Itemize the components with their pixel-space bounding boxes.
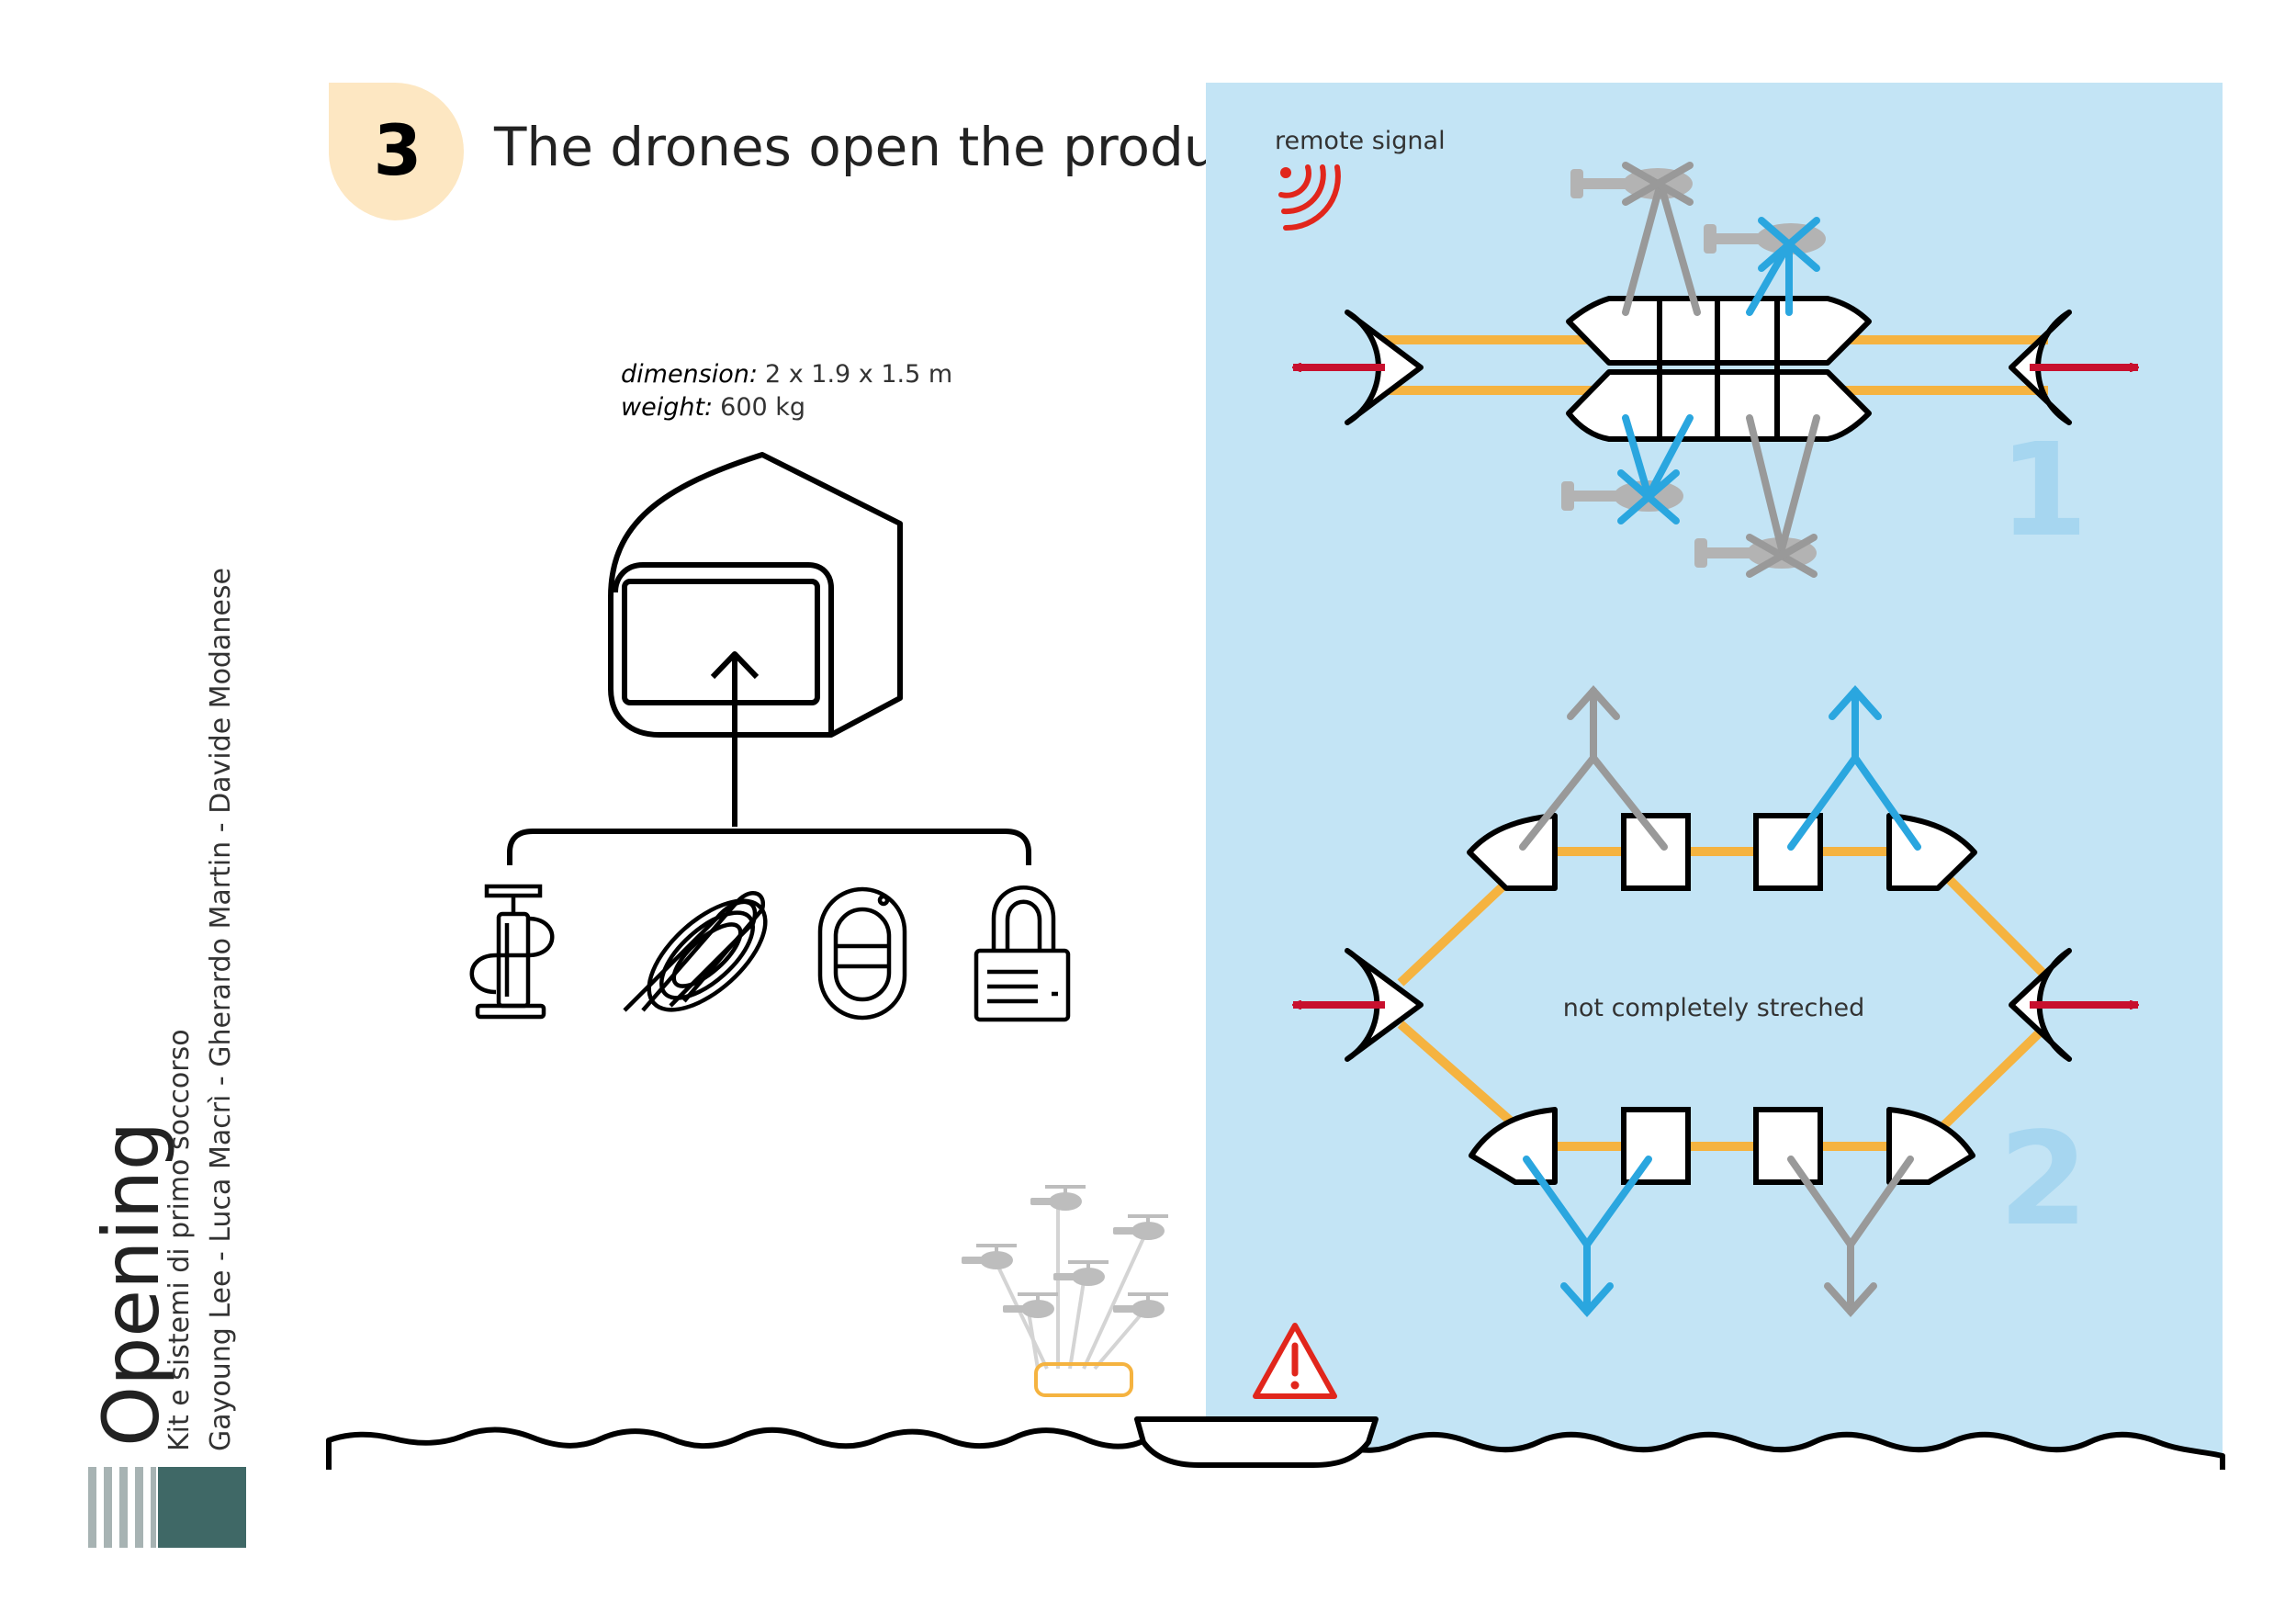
warning-icon	[1253, 1323, 1337, 1399]
weight-value: 600 kg	[720, 393, 805, 422]
dimension-value: 2 x 1.9 x 1.5 m	[765, 360, 952, 389]
step-title: The drones open the product	[493, 116, 1267, 178]
svg-text:weight:600 kg: weight:600 kg	[621, 393, 805, 422]
drone	[1111, 1292, 1170, 1320]
stage-1-number: 1	[1998, 416, 2088, 566]
weight-label: weight:	[621, 393, 713, 422]
sidebar-authors: Gayoung Lee - Luca Macrì - Gherardo Mart…	[205, 568, 237, 1451]
step-number: 3	[374, 109, 422, 191]
drones-lifting-kit	[960, 1185, 1170, 1397]
stage-2-number: 2	[1998, 1105, 2088, 1255]
brand-bars	[88, 1467, 246, 1548]
remote-signal-label: remote signal	[1275, 127, 1446, 155]
raft-icon	[817, 886, 907, 1021]
dimension-label: dimension:	[621, 360, 758, 389]
pump-icon	[469, 884, 555, 1020]
sidebar-title-block: Opening Kit e sistemi di primo soccorso …	[86, 568, 237, 1451]
stage-2-diagram: not completely streched 2	[1293, 684, 2138, 1318]
product-specs: dimension:2 x 1.9 x 1.5 m weight:600 kg	[621, 360, 952, 422]
rope-icon	[623, 891, 768, 1012]
drone	[1029, 1185, 1087, 1212]
remote-signal-icon	[1278, 164, 1341, 231]
sidebar-title: Opening	[86, 1122, 176, 1447]
step-badge	[329, 83, 464, 220]
svg-text:dimension:2 x 1.9 x 1.5 m: dimension:2 x 1.9 x 1.5 m	[621, 360, 952, 389]
stage-2-note: not completely streched	[1563, 994, 1864, 1022]
rescue-kit-package	[1034, 1362, 1133, 1397]
stage-1-diagram: 1	[1293, 162, 2138, 578]
sidebar-subtitle: Kit e sistemi di primo soccorso	[163, 1029, 196, 1451]
product-box-icon	[507, 452, 1031, 865]
padlock-icon	[974, 885, 1071, 1022]
drone	[960, 1244, 1019, 1271]
step-header: 3 The drones open the product	[329, 83, 1267, 220]
drone	[1052, 1260, 1110, 1288]
drone	[1111, 1214, 1170, 1242]
boat	[1134, 1416, 1379, 1468]
